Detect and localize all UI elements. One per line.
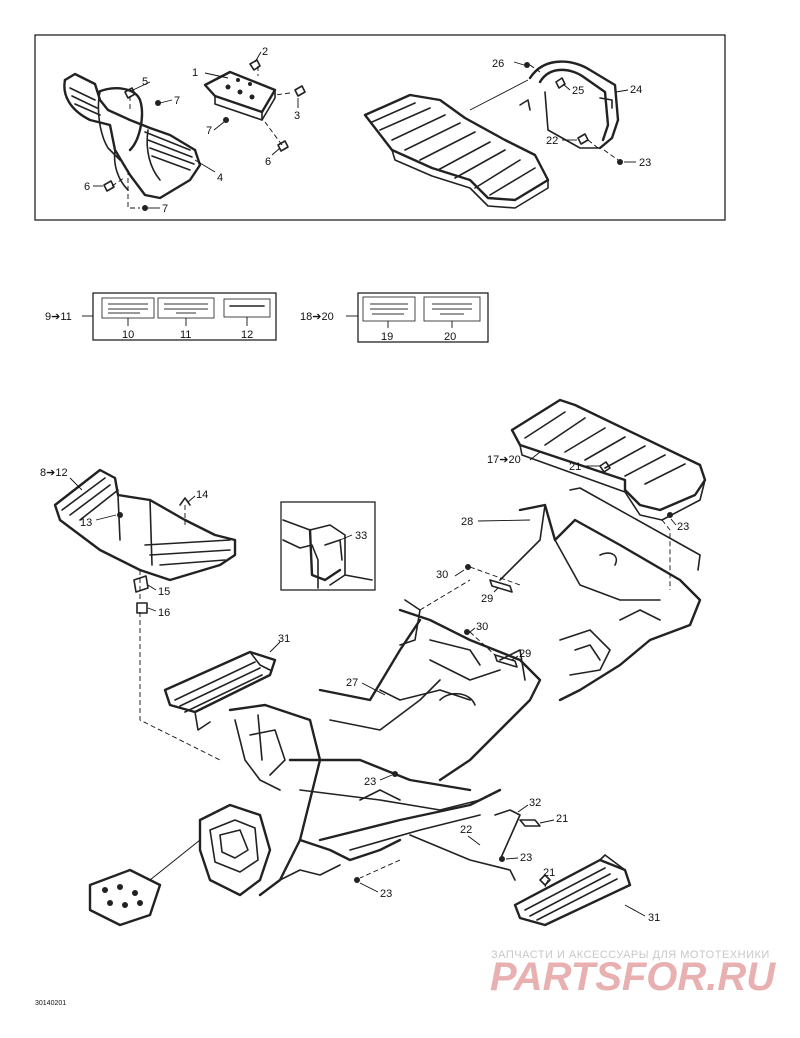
callout-9to11: 9➔11 [45, 311, 72, 323]
rear-rack-top-drawing [363, 93, 550, 209]
detail-inset-33 [280, 501, 376, 591]
callout-21a: 21 [569, 461, 581, 473]
front-rack-drawing [53, 468, 237, 761]
rear-grab-bar-drawing [469, 60, 623, 165]
callout-29b: 29 [519, 648, 531, 660]
callout-28: 28 [461, 516, 473, 528]
footrest-right-drawing [409, 809, 646, 927]
callout-13: 13 [80, 517, 92, 529]
callout-24: 24 [630, 84, 642, 96]
callout-15: 15 [158, 586, 170, 598]
main-frame-drawing [88, 487, 702, 927]
callout-22b: 22 [460, 824, 472, 836]
callout-19: 19 [381, 331, 393, 343]
callout-2: 2 [262, 46, 268, 58]
callout-30a: 30 [436, 569, 448, 581]
drawing-code: 30140201 [35, 1000, 66, 1007]
callout-1: 1 [192, 67, 198, 79]
leader-14 [187, 495, 196, 503]
callout-3: 3 [294, 110, 300, 122]
callout-18to20: 18➔20 [300, 311, 334, 323]
callout-31a: 31 [278, 633, 290, 645]
callout-26: 26 [492, 58, 504, 70]
rear-rack-lower-drawing [510, 398, 707, 590]
leader-29b [511, 655, 519, 661]
callout-5: 5 [142, 76, 148, 88]
callout-25: 25 [572, 85, 584, 97]
leader-22b [467, 835, 481, 846]
leader-28 [477, 519, 531, 522]
callout-23a: 23 [639, 157, 651, 169]
watermark-tagline: ЗАПЧАСТИ И АКСЕССУАРЫ ДЛЯ МОТОТЕХНИКИ [491, 949, 770, 961]
leader-32 [517, 804, 529, 813]
callout-8to12: 8➔12 [40, 467, 68, 479]
leader-16 [147, 607, 157, 612]
leader-23c [379, 774, 393, 781]
decal-group-right [346, 292, 489, 343]
callout-31b: 31 [648, 912, 660, 924]
mount-plate-drawing [203, 70, 277, 121]
leader-21c [544, 879, 549, 888]
footrest-left-drawing [163, 641, 281, 731]
leader-13 [95, 514, 117, 521]
leader-23e [359, 882, 379, 893]
callout-23d: 23 [520, 852, 532, 864]
leader-15 [147, 584, 157, 591]
leader-29a [493, 587, 499, 593]
callout-4: 4 [217, 172, 223, 184]
callout-7c: 7 [162, 203, 168, 215]
front-bumper-drawing [63, 72, 202, 200]
callout-23b: 23 [677, 521, 689, 533]
leader-23b [670, 518, 677, 526]
callout-6a: 6 [84, 181, 90, 193]
callout-33: 33 [355, 530, 367, 542]
callout-32: 32 [529, 797, 541, 809]
leader-30a [454, 569, 465, 577]
decal-group-left [82, 292, 277, 341]
callout-14: 14 [196, 489, 208, 501]
callout-7b: 7 [206, 125, 212, 137]
leader-21b [539, 819, 555, 824]
callout-23c: 23 [364, 776, 376, 788]
callout-23e: 23 [380, 888, 392, 900]
callout-21b: 21 [556, 813, 568, 825]
callout-10: 10 [122, 329, 134, 341]
callout-16: 16 [158, 607, 170, 619]
callout-30b: 30 [476, 621, 488, 633]
callout-12: 12 [241, 329, 253, 341]
callout-29a: 29 [481, 593, 493, 605]
top-inset-frame [34, 34, 726, 221]
callout-20: 20 [444, 331, 456, 343]
callout-6b: 6 [265, 156, 271, 168]
callout-27: 27 [346, 677, 358, 689]
top-left-hardware [103, 59, 306, 211]
top-leaders [93, 51, 636, 209]
callout-17to20: 17➔20 [487, 454, 521, 466]
callout-7a: 7 [174, 95, 180, 107]
leader-23d [505, 857, 519, 860]
watermark-logo: PARTSFOR.RU [490, 955, 776, 999]
leader-8to12 [69, 477, 83, 491]
leader-27 [361, 682, 386, 696]
callout-22a: 22 [546, 135, 558, 147]
callout-11: 11 [180, 329, 191, 341]
callout-21c: 21 [543, 867, 555, 879]
leader-17to20 [529, 451, 541, 461]
leader-30b [469, 627, 476, 633]
